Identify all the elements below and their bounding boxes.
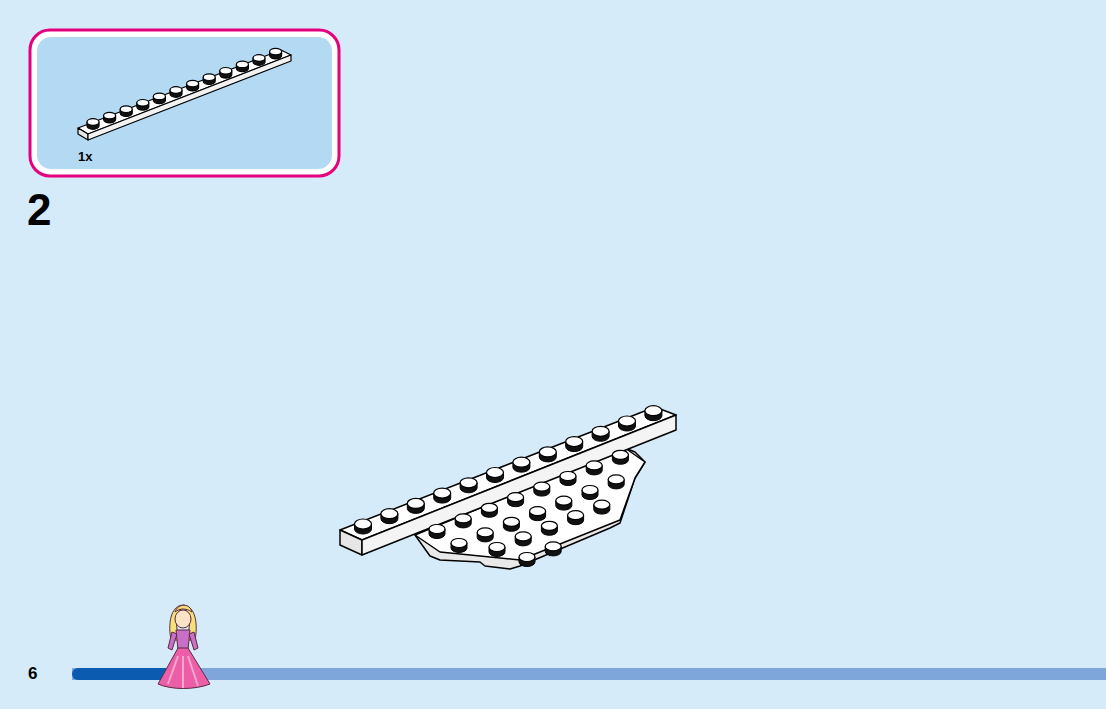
stud-top bbox=[455, 514, 471, 523]
stud-top bbox=[566, 437, 583, 447]
stud-top bbox=[434, 488, 451, 498]
stud-top bbox=[515, 532, 531, 541]
step-number: 2 bbox=[27, 188, 51, 232]
stud-top bbox=[104, 112, 116, 119]
stud-top bbox=[120, 106, 132, 113]
stud-top bbox=[220, 68, 232, 75]
stud-top bbox=[541, 521, 557, 530]
plate-1x12 bbox=[340, 407, 676, 555]
stud-top bbox=[530, 507, 546, 516]
parts-box: 1x bbox=[30, 30, 339, 176]
stud-top bbox=[556, 496, 572, 505]
stud-top bbox=[534, 482, 550, 491]
stud-top bbox=[451, 539, 467, 548]
stud-top bbox=[355, 519, 372, 529]
stud-top bbox=[592, 426, 609, 436]
stud-top bbox=[137, 100, 149, 107]
princess-figure bbox=[158, 605, 210, 689]
stud-top bbox=[170, 87, 182, 94]
stud-top bbox=[560, 472, 576, 481]
stud-top bbox=[503, 517, 519, 526]
progress-fill bbox=[72, 668, 172, 680]
progress-bar bbox=[72, 668, 1106, 680]
stud-group bbox=[355, 406, 662, 567]
stud-top bbox=[203, 74, 215, 81]
stud-top bbox=[153, 93, 165, 100]
stud-top bbox=[586, 461, 602, 470]
page-number: 6 bbox=[28, 665, 37, 682]
stud-top bbox=[568, 511, 584, 520]
parts-box-frame bbox=[30, 30, 339, 176]
stud-top bbox=[270, 48, 282, 55]
stud-top bbox=[508, 493, 524, 502]
stud-top bbox=[236, 61, 248, 68]
stud-top bbox=[519, 553, 535, 562]
stud-top bbox=[460, 478, 477, 488]
stud-top bbox=[545, 542, 561, 551]
stud-top bbox=[253, 55, 265, 62]
plate-1x12-part bbox=[78, 48, 291, 140]
stud-top bbox=[645, 406, 662, 416]
stud-top bbox=[481, 503, 497, 512]
stud-top bbox=[381, 509, 398, 519]
progress-fill bbox=[78, 668, 172, 680]
stud-top bbox=[489, 543, 505, 552]
part-count: 1x bbox=[78, 149, 92, 164]
stud-top bbox=[429, 525, 445, 534]
stud-top bbox=[487, 468, 504, 478]
stud-top bbox=[187, 80, 199, 87]
stud-top bbox=[407, 498, 424, 508]
stud-top bbox=[513, 457, 530, 467]
stud-top bbox=[594, 500, 610, 509]
stud-top bbox=[582, 486, 598, 495]
stud-top bbox=[539, 447, 556, 457]
stud-top bbox=[612, 450, 628, 459]
parts-box-ground bbox=[37, 37, 332, 169]
stud-top bbox=[477, 528, 493, 537]
stud-top bbox=[87, 119, 99, 126]
stud-top bbox=[608, 475, 624, 484]
stud-top bbox=[619, 416, 636, 426]
